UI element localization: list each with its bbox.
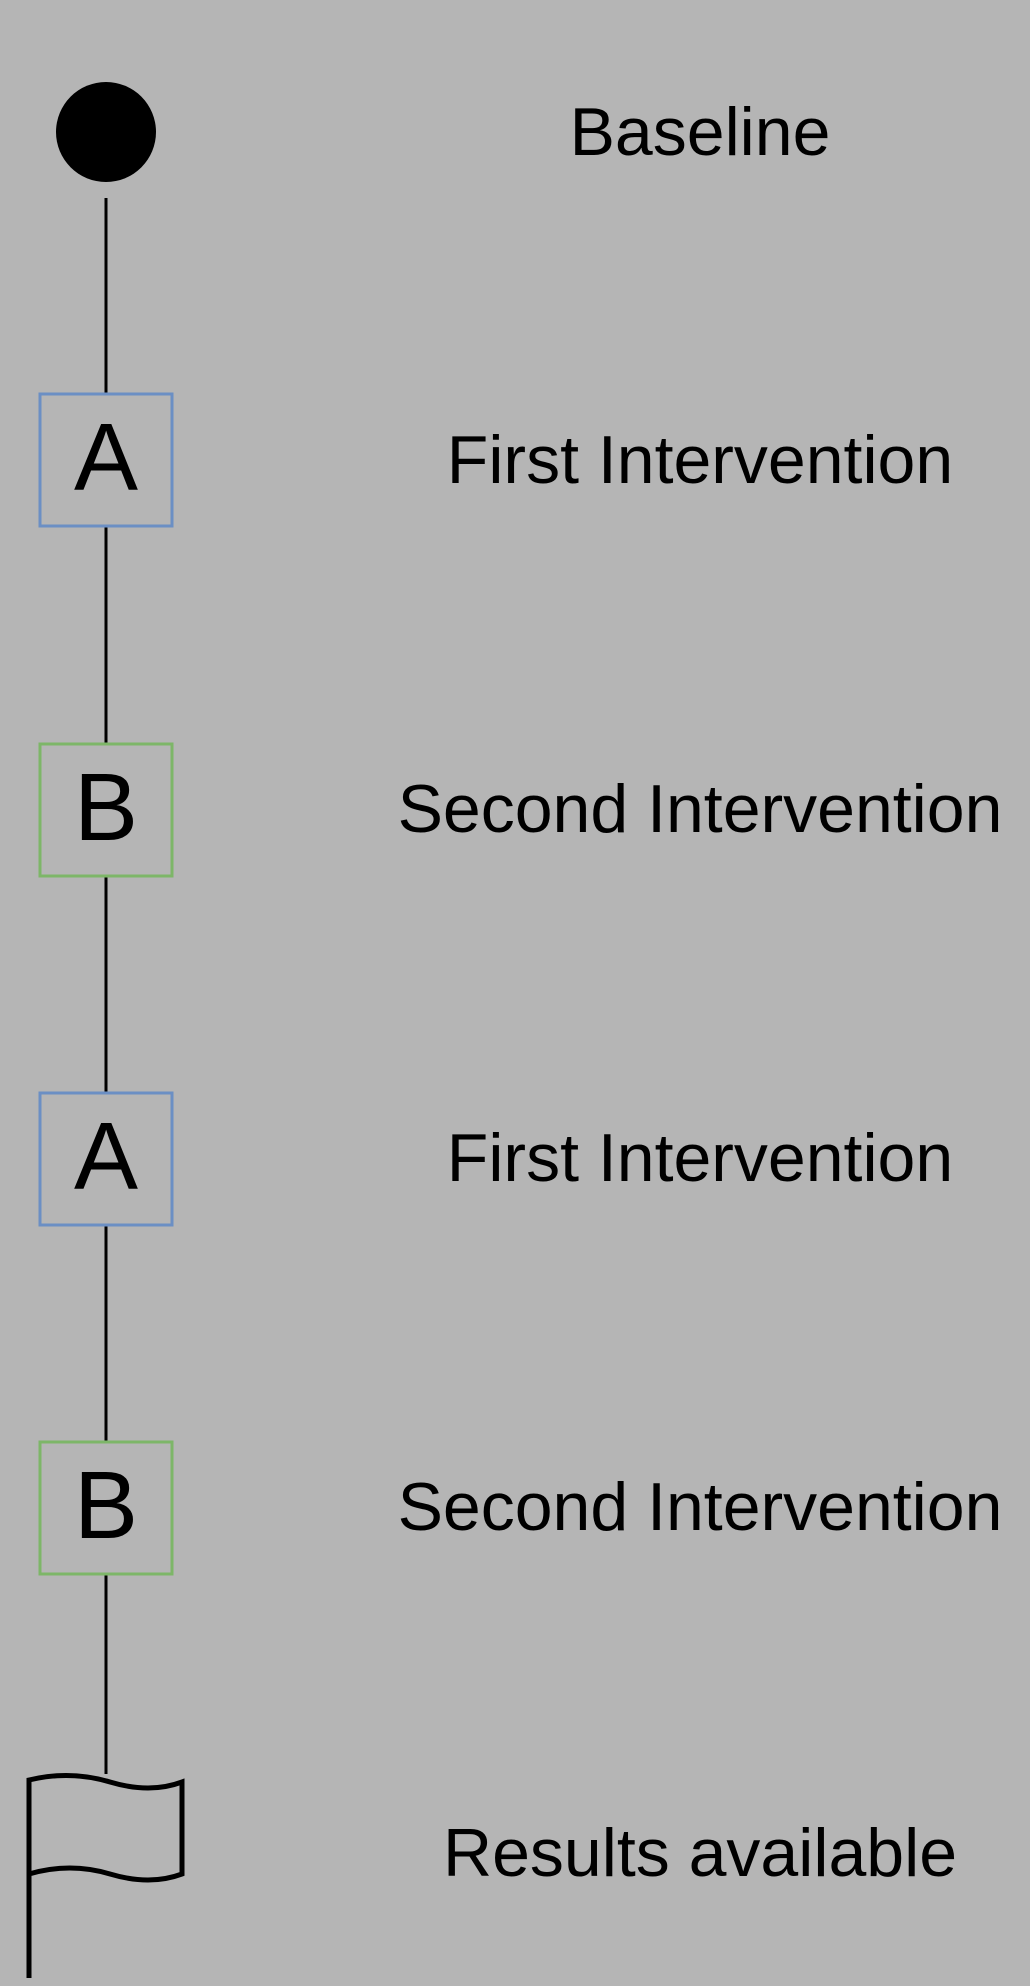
stage-box-3 xyxy=(38,1091,174,1227)
start-circle-icon xyxy=(56,82,156,182)
stage-label-results-available: Results available xyxy=(442,1815,958,1891)
stage-label-first-intervention-2: First Intervention xyxy=(446,1120,954,1196)
stage-box-2 xyxy=(38,742,174,878)
flag-icon xyxy=(26,1773,185,1978)
stage-box-4-letter: B xyxy=(74,1452,138,1559)
stage-box-3-letter: A xyxy=(74,1103,138,1210)
stage-box-4 xyxy=(38,1440,174,1576)
stage-box-2-letter: B xyxy=(74,754,138,861)
stage-label-baseline: Baseline xyxy=(569,94,831,170)
stage-label-second-intervention-2: Second Intervention xyxy=(397,1469,1003,1545)
stage-box-1-letter: A xyxy=(74,404,138,511)
stage-label-second-intervention-1: Second Intervention xyxy=(397,771,1003,847)
stage-label-first-intervention-1: First Intervention xyxy=(446,422,954,498)
stage-box-1 xyxy=(38,392,174,528)
